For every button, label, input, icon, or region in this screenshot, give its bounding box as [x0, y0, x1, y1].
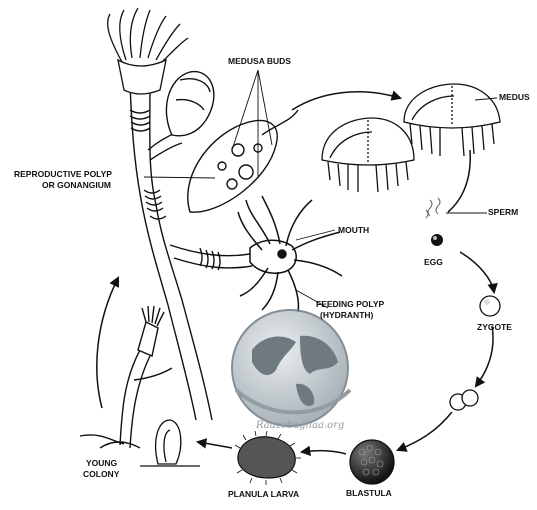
label-medusa: MEDUS [499, 92, 530, 102]
medusa-left [322, 118, 414, 192]
label-zygote: ZYGOTE [477, 322, 512, 332]
gonangium [188, 110, 298, 212]
label-medusa-buds: MEDUSA BUDS [228, 56, 291, 66]
sperm-cells [426, 198, 440, 218]
planula-larva [235, 431, 301, 485]
settled-larva [140, 420, 200, 466]
label-feeding-polyp: FEEDING POLYP [316, 299, 385, 309]
blastula [350, 440, 394, 484]
label-sperm: SPERM [488, 207, 518, 217]
watermark-text: Raazebaghaa.org [255, 420, 344, 431]
watermark-globe: Raazebaghaa.org [232, 310, 350, 431]
label-reproductive-polyp: REPRODUCTIVE POLYP [14, 169, 112, 179]
zygote-cell [480, 296, 500, 316]
label-hydranth: (HYDRANTH) [320, 310, 374, 320]
label-mouth: MOUTH [338, 225, 369, 235]
label-egg: EGG [424, 257, 443, 267]
label-colony: COLONY [83, 469, 120, 479]
medusa-right [404, 84, 500, 156]
upper-gonotheca [166, 72, 213, 136]
feeding-polyp [238, 196, 342, 312]
label-young: YOUNG [86, 458, 118, 468]
two-cell-stage [450, 390, 478, 410]
egg-cell [431, 234, 443, 246]
young-colony [80, 306, 172, 448]
label-gonangium: OR GONANGIUM [42, 180, 111, 190]
label-blastula: BLASTULA [346, 488, 392, 498]
label-planula-larva: PLANULA LARVA [228, 489, 299, 499]
